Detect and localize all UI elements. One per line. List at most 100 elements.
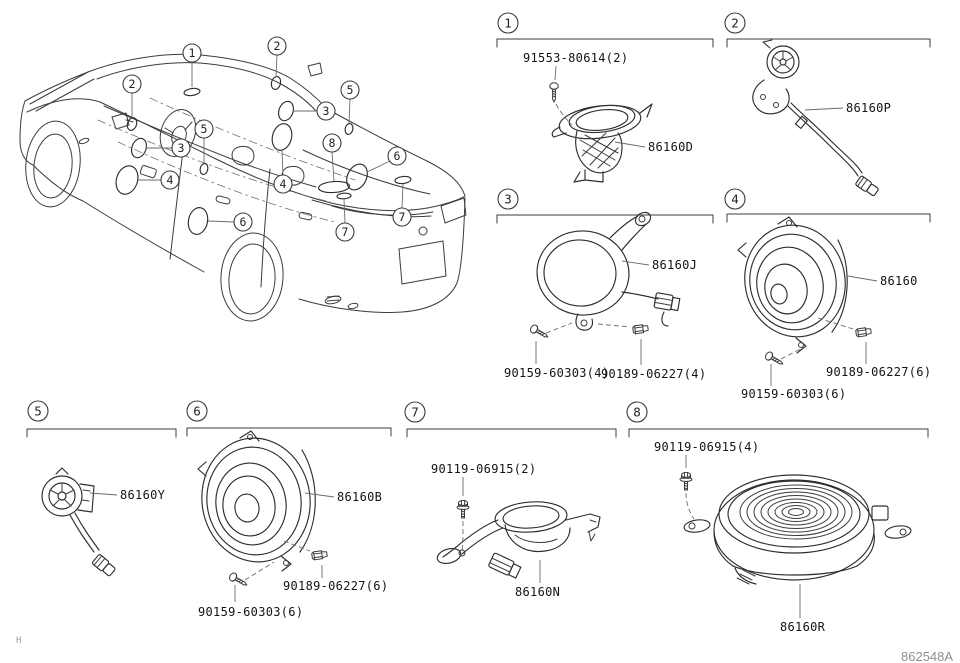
- callout-number: 6: [240, 215, 247, 229]
- section-bracket: [726, 38, 931, 48]
- callout-number: 7: [399, 210, 406, 224]
- door-handle: [298, 211, 313, 221]
- section-bracket: [26, 428, 177, 438]
- footer-left-mark: H: [16, 636, 21, 646]
- vehicle-diagram: 1 2 2 3 3 4 4 5 5 6 6 7 7 8: [19, 36, 467, 322]
- part-86160r-drawing: [683, 474, 912, 585]
- callout-4-front-door[interactable]: 4: [160, 170, 180, 190]
- section-5-callout[interactable]: 5: [27, 400, 49, 422]
- callout-number: 5: [201, 122, 208, 136]
- speaker-location-5: [199, 162, 209, 176]
- part-code-label[interactable]: 90189-06227(6): [826, 365, 931, 379]
- part-code-label[interactable]: 90159-60303(4): [504, 366, 609, 380]
- callout-6-deck[interactable]: 6: [387, 146, 407, 166]
- section-bracket: [628, 428, 929, 438]
- seat-headrest: [231, 145, 255, 166]
- part-86160-drawing: [737, 216, 848, 354]
- part-code-label[interactable]: 90119-06915(4): [654, 440, 759, 454]
- speaker-location-6: [187, 207, 209, 235]
- callout-7-deck-side[interactable]: 7: [392, 207, 412, 227]
- part-86160n-drawing: [436, 501, 601, 579]
- section-8: 8 90119-06915(4): [626, 401, 929, 634]
- callout-number: 6: [394, 149, 401, 163]
- speaker-location-2: [270, 76, 282, 90]
- section-4-callout[interactable]: 4: [724, 188, 746, 210]
- part-code-label[interactable]: 86160N: [515, 585, 560, 599]
- section-number: 6: [193, 404, 201, 419]
- section-number: 7: [411, 405, 419, 420]
- callout-3-front-door[interactable]: 3: [171, 138, 191, 158]
- part-code-label[interactable]: 86160: [880, 274, 918, 288]
- speaker-location-4: [271, 123, 293, 151]
- section-1-callout[interactable]: 1: [497, 12, 519, 34]
- callout-number: 2: [274, 39, 281, 53]
- section-5: 5 86160Y: [26, 400, 177, 577]
- section-bracket: [186, 427, 392, 437]
- section-7-callout[interactable]: 7: [404, 401, 426, 423]
- side-mirror: [111, 112, 134, 130]
- front-wheel-arch: [25, 120, 81, 208]
- speaker-location-5: [344, 122, 354, 136]
- callout-2-front-door[interactable]: 2: [122, 74, 142, 94]
- speaker-location-6: [346, 163, 368, 191]
- callout-number: 2: [129, 77, 136, 91]
- callout-4-rear-door[interactable]: 4: [273, 174, 293, 194]
- section-3-callout[interactable]: 3: [497, 188, 519, 210]
- part-code-label[interactable]: 86160P: [846, 101, 891, 115]
- callout-7-deck-center[interactable]: 7: [335, 222, 355, 242]
- part-code-label[interactable]: 90159-60303(6): [741, 387, 846, 401]
- part-code-label[interactable]: 86160B: [337, 490, 382, 504]
- clip-icon: [632, 323, 649, 335]
- speaker-location-2: [126, 117, 138, 131]
- part-86160p-drawing: [752, 39, 879, 197]
- part-code-label[interactable]: 86160R: [780, 620, 826, 634]
- part-code-label[interactable]: 86160J: [652, 258, 697, 272]
- part-code-label[interactable]: 90159-60303(6): [198, 605, 303, 619]
- section-7: 7 90119-06915(2) 86160N: [404, 401, 617, 599]
- screw-icon: [763, 350, 786, 369]
- callout-5-rear[interactable]: 5: [340, 80, 360, 100]
- callout-6-rear-door[interactable]: 6: [233, 212, 253, 232]
- section-number: 4: [731, 192, 739, 207]
- section-bracket: [726, 213, 931, 223]
- side-mirror: [307, 62, 323, 77]
- section-number: 8: [633, 405, 641, 420]
- speaker-location-4: [115, 165, 139, 195]
- callout-number: 4: [280, 177, 287, 191]
- section-2-callout[interactable]: 2: [724, 12, 746, 34]
- rear-wheel: [228, 243, 276, 315]
- part-86160j-drawing: [536, 211, 681, 331]
- section-8-callout[interactable]: 8: [626, 401, 648, 423]
- clip-icon: [855, 326, 872, 338]
- speaker-location-3: [131, 137, 147, 159]
- callout-number: 7: [342, 225, 349, 239]
- front-wheel: [33, 133, 73, 199]
- callout-5-front[interactable]: 5: [194, 119, 214, 139]
- part-code-label[interactable]: 86160Y: [120, 488, 166, 502]
- door-handle: [215, 195, 231, 205]
- part-code-label[interactable]: 90189-06227(6): [283, 579, 388, 593]
- part-code-label[interactable]: 91553-80614(2): [523, 51, 628, 65]
- part-code-label[interactable]: 86160D: [648, 140, 693, 154]
- section-1: 1 91553-80614(2) 86160D: [496, 12, 714, 183]
- section-3: 3 86160J 90159-60303(4) 90189-06227(4): [496, 188, 714, 381]
- section-number: 1: [504, 16, 512, 31]
- callout-number: 1: [189, 46, 196, 60]
- part-code-label[interactable]: 90119-06915(2): [431, 462, 536, 476]
- section-4: 4 86160 90189-06227(6) 90159-60303(6): [724, 188, 931, 401]
- screw-icon: [227, 571, 250, 590]
- vehicle-callouts: 1 2 2 3 3 4 4 5 5 6 6 7 7 8: [122, 36, 412, 242]
- callout-number: 8: [329, 136, 336, 150]
- callout-1[interactable]: 1: [182, 43, 202, 63]
- callout-2-rear[interactable]: 2: [267, 36, 287, 56]
- section-6-callout[interactable]: 6: [186, 400, 208, 422]
- part-86160d-drawing: [551, 103, 653, 183]
- part-code-label[interactable]: 90189-06227(4): [601, 367, 706, 381]
- callout-8[interactable]: 8: [322, 133, 342, 153]
- section-number: 5: [34, 404, 42, 419]
- callout-3-rear-door[interactable]: 3: [316, 101, 336, 121]
- callout-number: 3: [178, 141, 185, 155]
- callout-number: 4: [167, 173, 174, 187]
- screw-icon: [549, 82, 559, 103]
